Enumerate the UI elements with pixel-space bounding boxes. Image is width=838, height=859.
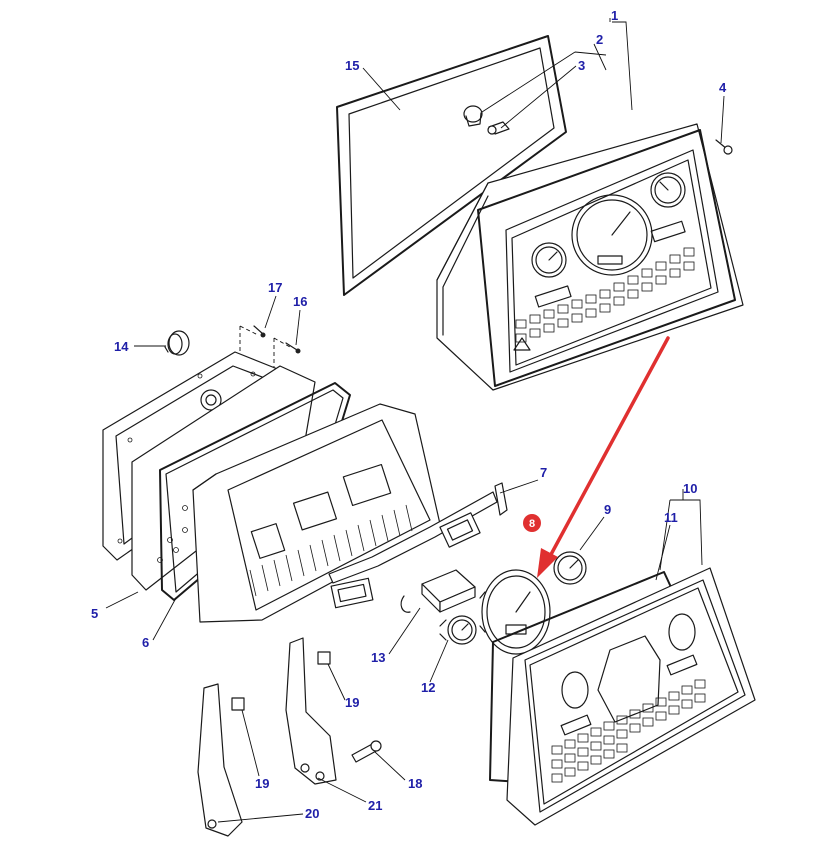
part-7-flex-circuit: [328, 482, 508, 609]
part-21-bracket: [285, 637, 337, 785]
callout-15: 15: [345, 58, 359, 73]
callout-18: 18: [408, 776, 422, 791]
callout-8-marker: [523, 514, 541, 532]
callout-5: 5: [91, 606, 98, 621]
callout-19-upper: 19: [345, 695, 359, 710]
callout-labels: 1 2 3 4 15 17 16 14 7 8 9 10 11 5 6 13 1…: [91, 8, 727, 821]
callout-10: 10: [683, 481, 697, 496]
part-13-connector: [400, 569, 476, 613]
part-4-screw: [715, 139, 733, 155]
callout-16: 16: [293, 294, 307, 309]
part-16-screw: [285, 342, 301, 354]
highlight-arrow: [537, 336, 670, 578]
part-8-speedometer: [479, 569, 551, 655]
part-2-bulb-holder: [463, 105, 483, 127]
callout-19-lower: 19: [255, 776, 269, 791]
part-19-pad-lower: [231, 697, 245, 711]
leader-lines: [105, 18, 725, 823]
part-1-instrument-cluster: [436, 123, 744, 391]
part-20-bracket: [197, 683, 243, 837]
part-15-bezel-gasket: [336, 35, 567, 296]
callout-12: 12: [421, 680, 435, 695]
part-17-screw: [253, 325, 266, 338]
callout-6: 6: [142, 635, 149, 650]
part-9-gauge: [553, 551, 587, 585]
callout-11: 11: [664, 510, 678, 525]
callout-17: 17: [268, 280, 282, 295]
part-19-pad-upper: [317, 651, 331, 665]
callout-2: 2: [596, 32, 603, 47]
callout-20: 20: [305, 806, 319, 821]
part-10-front-bezel: [506, 567, 756, 826]
callout-7: 7: [540, 465, 547, 480]
part-12-gauge: [439, 615, 477, 645]
part-6-rear-housing: [192, 403, 441, 623]
callout-9: 9: [604, 502, 611, 517]
part-18-bolt: [351, 740, 382, 763]
callout-4: 4: [719, 80, 727, 95]
callout-8: 8: [529, 518, 535, 530]
callout-1: 1: [611, 8, 618, 23]
callout-21: 21: [368, 798, 382, 813]
callout-3: 3: [578, 58, 585, 73]
part-14-knob: [164, 330, 190, 356]
callout-14: 14: [114, 339, 129, 354]
callout-13: 13: [371, 650, 385, 665]
